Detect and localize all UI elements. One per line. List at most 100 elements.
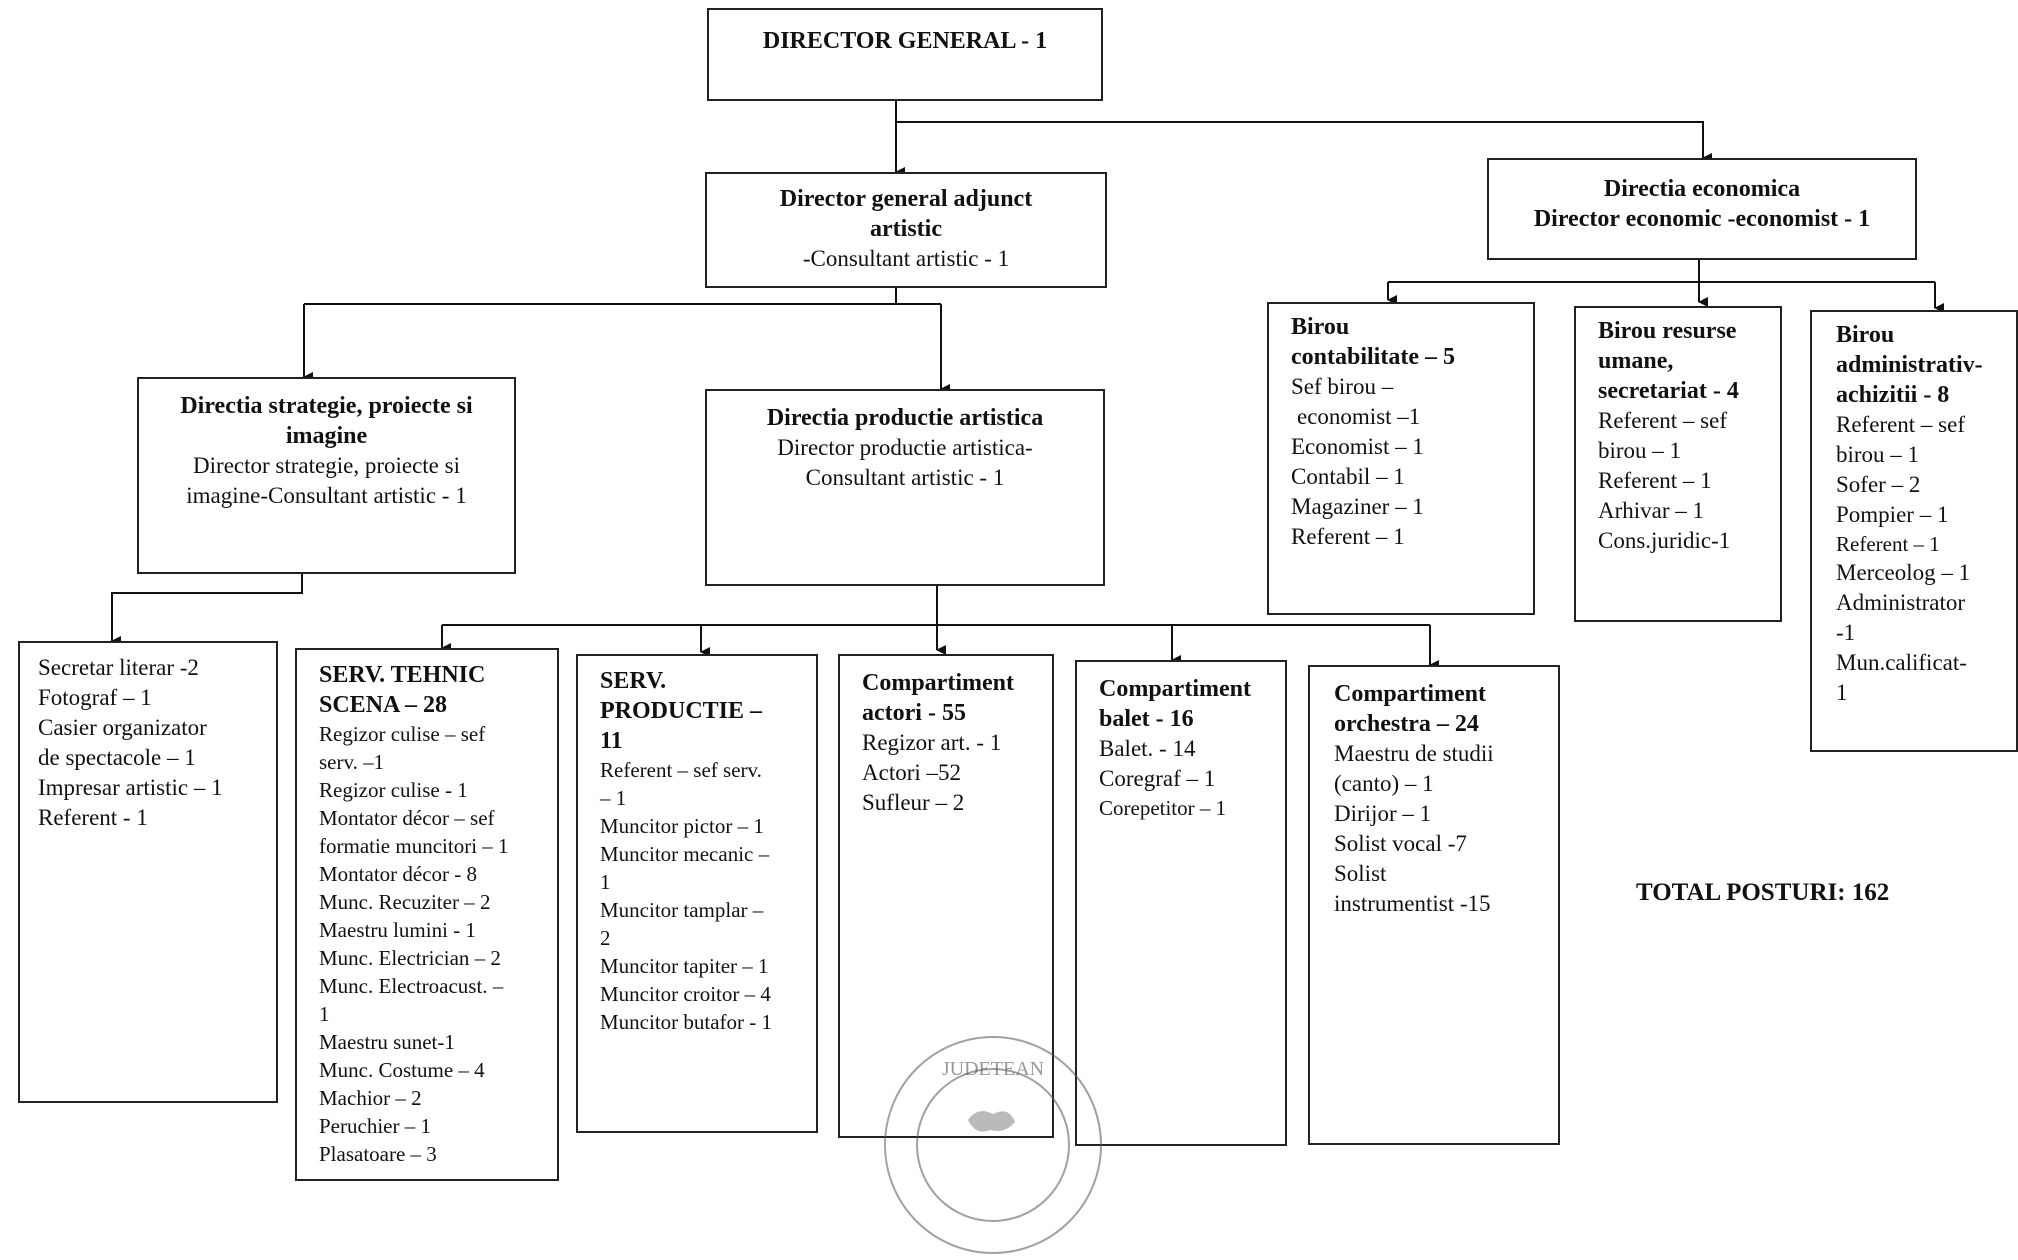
list-item: Munc. Costume – 4 [319, 1058, 485, 1082]
list-item: Actori –52 [862, 760, 962, 785]
list-item: Munc. Electrician – 2 [319, 946, 501, 970]
list-item: Referent – sef serv. [600, 758, 762, 782]
list-item: Corepetitor – 1 [1099, 796, 1227, 820]
directia-strategie-box: Directia strategie, proiecte si imagine … [137, 377, 516, 574]
list-item: Economist – 1 [1291, 434, 1424, 459]
list-item: Magaziner – 1 [1291, 494, 1424, 519]
birou-administrativ-title: Birou [1836, 322, 1895, 348]
director-adjunct-title: Director general adjunct [779, 186, 1033, 212]
directia-productie-box: Directia productie artistica Director pr… [705, 389, 1105, 586]
serv-tehnic-title: SERV. TEHNIC [319, 662, 486, 688]
serv-productie-subtitle: PRODUCTIE – [600, 698, 763, 724]
list-item: Peruchier – 1 [319, 1114, 431, 1138]
list-item: Pompier – 1 [1836, 502, 1949, 527]
list-item: Machior – 2 [319, 1086, 422, 1110]
directia-economica-title: Directia economica [1603, 176, 1801, 202]
comp-orchestra-title: Compartiment [1334, 681, 1486, 707]
directia-strategie-subtitle: imagine [285, 423, 368, 449]
list-item: Casier organizator [38, 715, 207, 740]
list-item: Solist [1334, 861, 1387, 886]
comp-balet-box: Compartiment balet - 16 Balet. - 14 Core… [1075, 660, 1287, 1146]
director-adjunct-box: Director general adjunct artistic -Consu… [705, 172, 1107, 288]
list-item: Mun.calificat- [1836, 650, 1967, 675]
list-item: 1 [600, 870, 611, 894]
list-item: Referent – 1 [1598, 468, 1712, 493]
list-item: 2 [600, 926, 611, 950]
directia-strategie-line1: Director strategie, proiecte si [193, 453, 460, 478]
connector-dg-economic [896, 121, 1712, 163]
list-item: Montator décor – sef [319, 806, 495, 830]
director-adjunct-subtitle: artistic [870, 216, 942, 242]
director-economic-label: Director economic -economist - 1 [1533, 206, 1871, 232]
list-item: Contabil – 1 [1291, 464, 1405, 489]
list-item: 1 [319, 1002, 330, 1026]
list-item: Arhivar – 1 [1598, 498, 1705, 523]
list-item: Referent - 1 [38, 805, 148, 830]
list-item: Merceolog – 1 [1836, 560, 1971, 585]
list-item: Sef birou – [1291, 374, 1394, 399]
comp-orchestra-box: Compartiment orchestra – 24 Maestru de s… [1308, 665, 1560, 1145]
birou-resurse-title: Birou resurse [1598, 318, 1737, 344]
list-item: Sofer – 2 [1836, 472, 1921, 497]
list-item: Referent – sef [1836, 412, 1965, 437]
comp-orchestra-subtitle: orchestra – 24 [1334, 711, 1479, 737]
serv-tehnic-subtitle: SCENA – 28 [319, 692, 448, 718]
directia-productie-line2: Consultant artistic - 1 [805, 465, 1005, 490]
list-item: 1 [1836, 680, 1848, 705]
list-item: Muncitor croitor – 4 [600, 982, 771, 1006]
stamp-text: JUDETEAN [942, 1058, 1044, 1080]
list-item: (canto) – 1 [1334, 771, 1434, 796]
list-item: birou – 1 [1836, 442, 1920, 467]
list-item: Coregraf – 1 [1099, 766, 1216, 791]
director-general-title: DIRECTOR GENERAL - 1 [762, 28, 1048, 54]
list-item: Administrator [1836, 590, 1966, 615]
directia-strategie-line2: imagine-Consultant artistic - 1 [186, 483, 467, 508]
list-item: Maestru de studii [1334, 741, 1494, 766]
list-item: Impresar artistic – 1 [38, 775, 223, 800]
list-item: Munc. Electroacust. – [319, 974, 504, 998]
comp-actori-title: Compartiment [862, 670, 1014, 696]
comp-balet-subtitle: balet - 16 [1099, 706, 1194, 732]
birou-administrativ-subtitle2: achizitii - 8 [1836, 382, 1950, 408]
birou-contabilitate-title: Birou [1291, 314, 1350, 340]
list-item: Maestru lumini - 1 [319, 918, 476, 942]
serv-tehnic-box: SERV. TEHNIC SCENA – 28 Regizor culise –… [295, 648, 559, 1181]
list-item: Secretar literar -2 [38, 655, 199, 680]
comp-balet-title: Compartiment [1099, 676, 1251, 702]
directia-economica-box: Directia economica Director economic -ec… [1487, 158, 1917, 260]
list-item: Regizor art. - 1 [862, 730, 1002, 755]
list-item: formatie muncitori – 1 [319, 834, 509, 858]
connector-strategie-staff [111, 574, 303, 646]
list-item: Muncitor pictor – 1 [600, 814, 764, 838]
directia-productie-line1: Director productie artistica- [777, 435, 1033, 460]
list-item: Fotograf – 1 [38, 685, 152, 710]
list-item: Montator décor - 8 [319, 862, 478, 886]
list-item: Munc. Recuziter – 2 [319, 890, 491, 914]
list-item: Solist vocal -7 [1334, 831, 1467, 856]
list-item: Referent – 1 [1836, 532, 1940, 556]
birou-administrativ-box: Birou administrativ- achizitii - 8 Refer… [1810, 310, 2018, 752]
list-item: Sufleur – 2 [862, 790, 965, 815]
directia-strategie-title: Directia strategie, proiecte si [180, 393, 473, 419]
list-item: de spectacole – 1 [38, 745, 196, 770]
list-item: Maestru sunet-1 [319, 1030, 455, 1054]
serv-productie-box: SERV. PRODUCTIE – 11 Referent – sef serv… [576, 654, 818, 1133]
birou-contabilitate-subtitle: contabilitate – 5 [1291, 344, 1455, 370]
serv-productie-title: SERV. [600, 668, 667, 694]
list-item: Regizor culise - 1 [319, 778, 468, 802]
list-item: Muncitor butafor - 1 [600, 1010, 773, 1034]
list-item: Dirijor – 1 [1334, 801, 1432, 826]
list-item: Regizor culise – sef [319, 722, 486, 746]
list-item: instrumentist -15 [1334, 891, 1491, 916]
list-item: Muncitor tamplar – [600, 898, 764, 922]
list-item: Plasatoare – 3 [319, 1142, 437, 1166]
list-item: serv. –1 [319, 750, 385, 774]
birou-resurse-subtitle: umane, [1598, 348, 1674, 374]
director-general-box: DIRECTOR GENERAL - 1 [707, 8, 1103, 101]
list-item: Balet. - 14 [1099, 736, 1196, 761]
birou-resurse-subtitle2: secretariat - 4 [1598, 378, 1739, 404]
list-item: economist –1 [1297, 404, 1421, 429]
list-item: -1 [1836, 620, 1856, 645]
serv-productie-count: 11 [600, 728, 623, 754]
birou-resurse-box: Birou resurse umane, secretariat - 4 Ref… [1574, 306, 1782, 622]
